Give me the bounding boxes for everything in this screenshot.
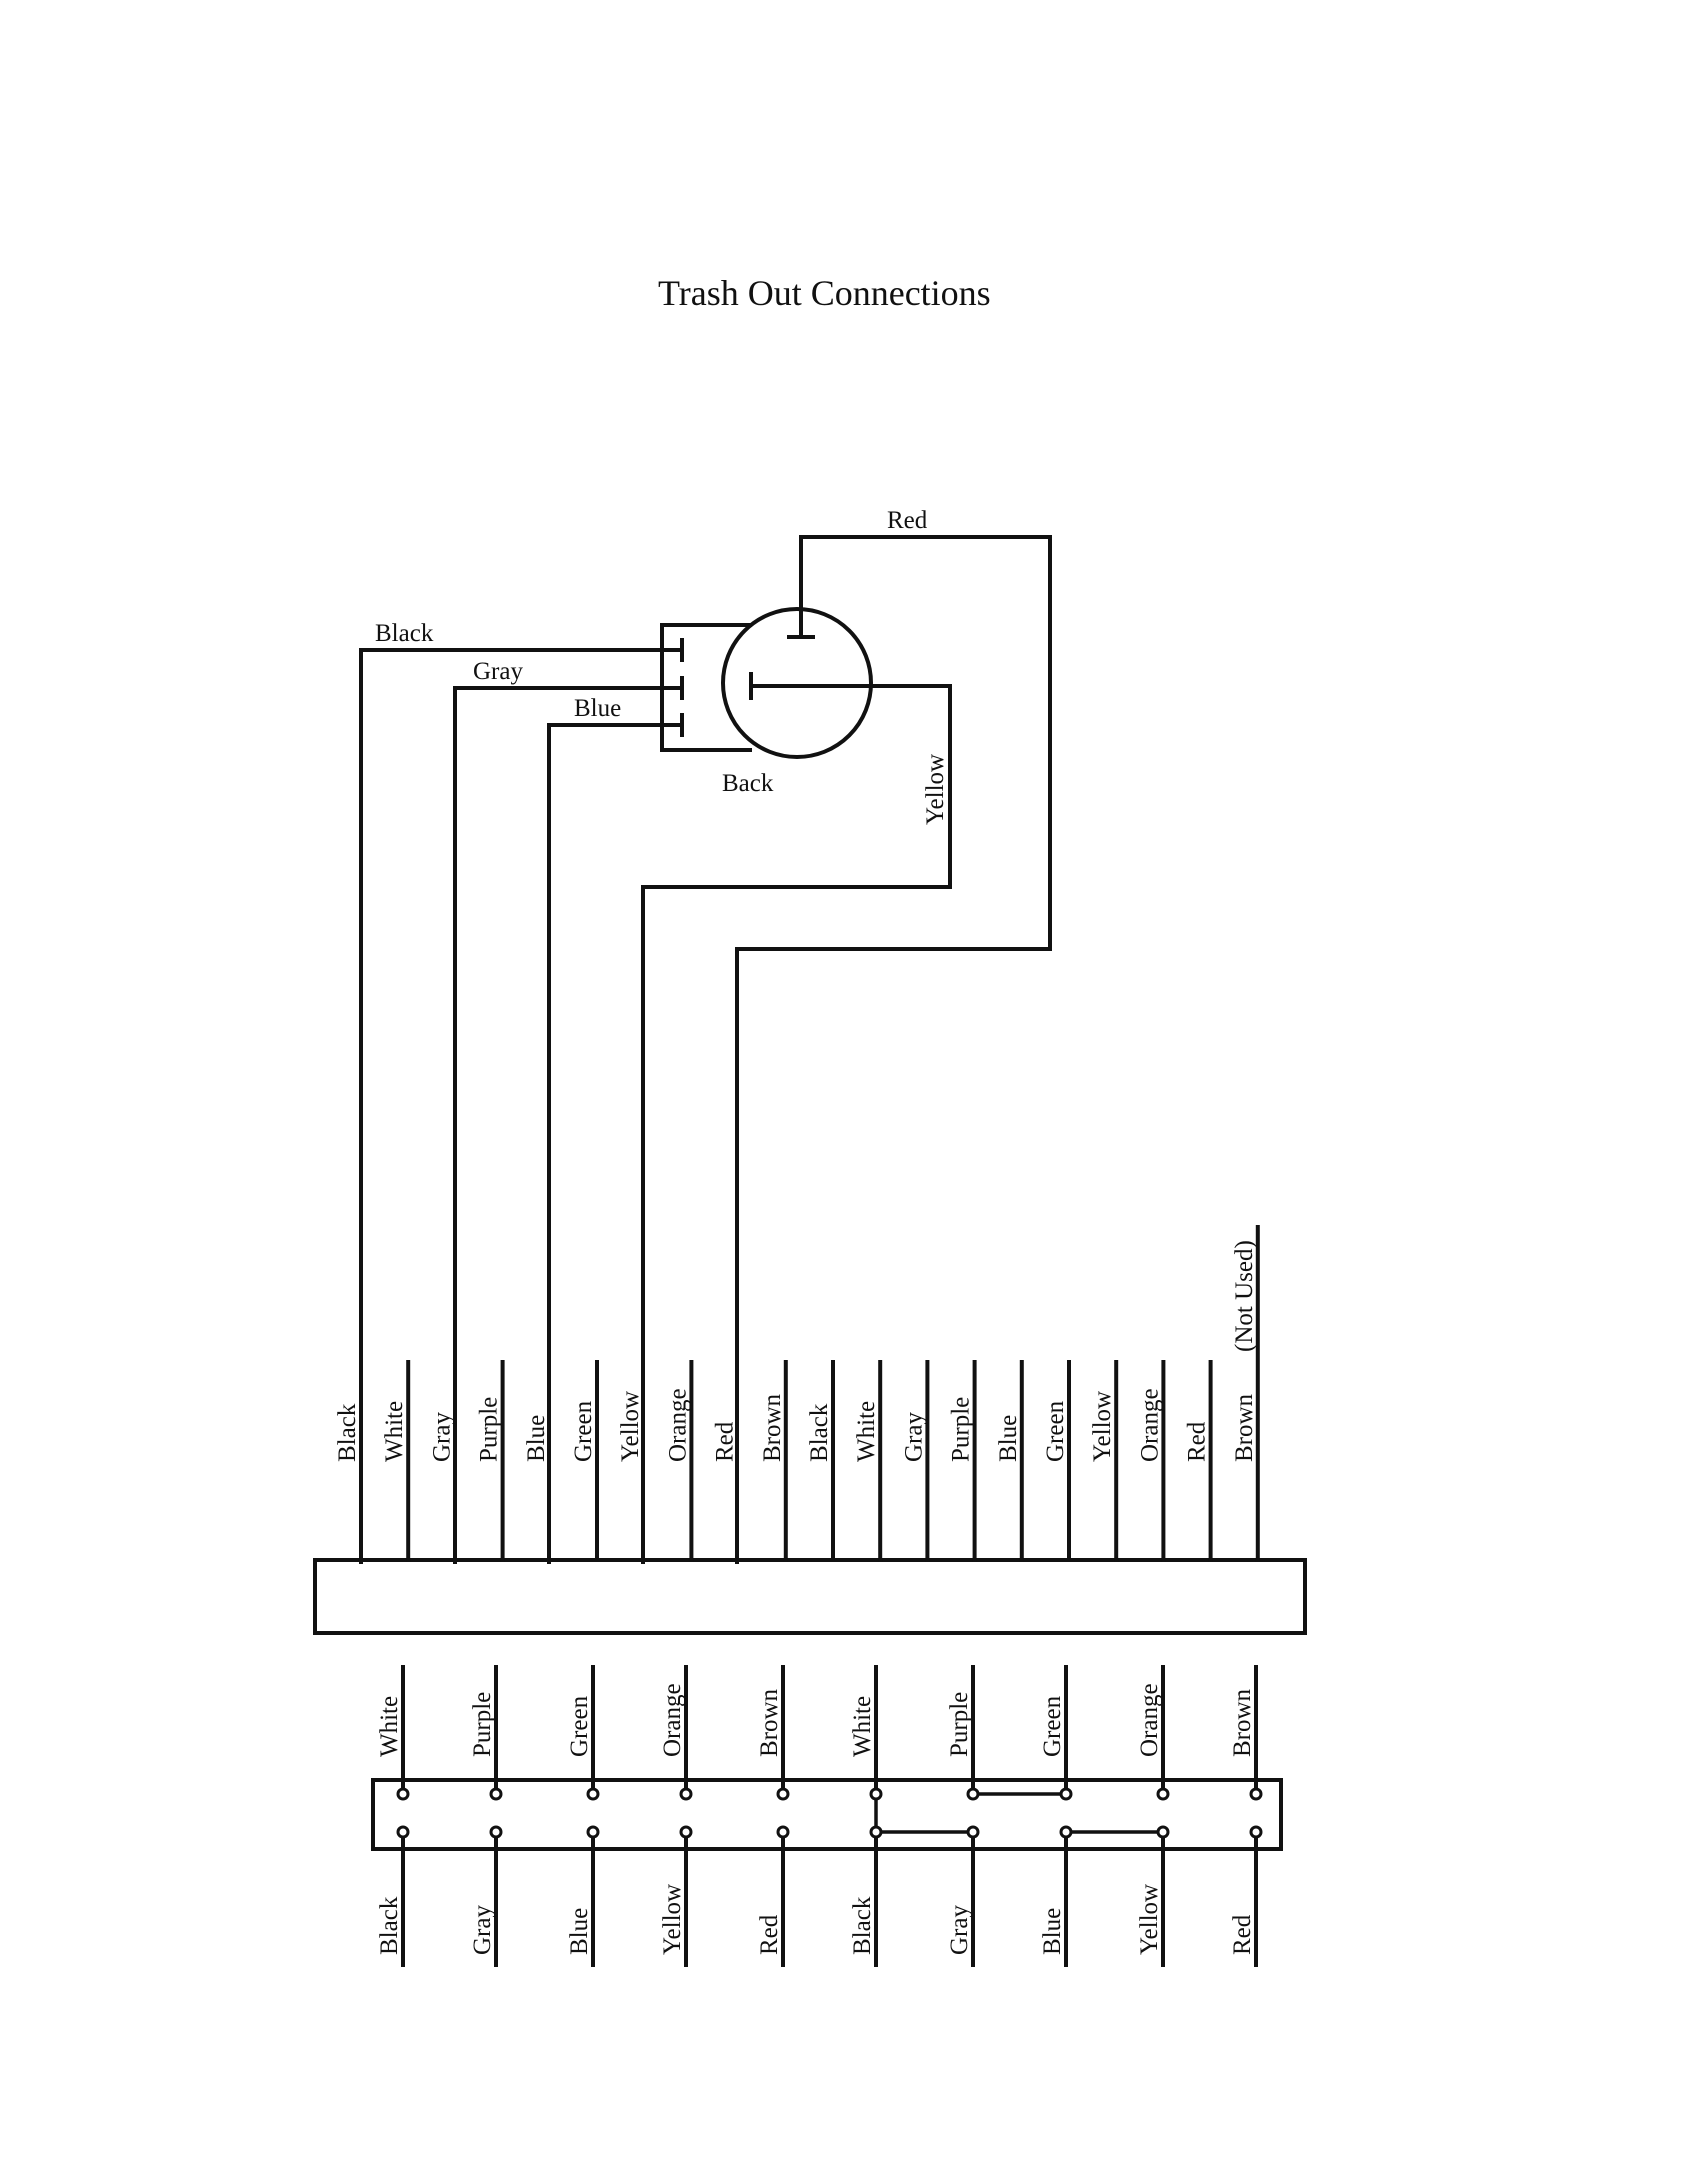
terminal-screw-top <box>966 1787 980 1801</box>
harness-wire-label: White <box>381 1401 408 1462</box>
terminal-top-label: White <box>849 1696 876 1757</box>
harness-wire-label: Blue <box>523 1415 550 1462</box>
harness-wire-label: Gray <box>428 1412 455 1462</box>
terminal-bottom-label: Yellow <box>1136 1884 1163 1955</box>
terminal-bottom-label: Gray <box>946 1905 973 1955</box>
harness-wire-label: Black <box>806 1403 833 1462</box>
route-black <box>359 648 684 1564</box>
harness-wire-label: Green <box>570 1400 597 1462</box>
terminal-bottom-label: Blue <box>1039 1908 1066 1955</box>
route-label-gray: Gray <box>473 658 523 685</box>
terminal-screw-bottom <box>966 1825 980 1839</box>
harness-wire-label: Brown <box>759 1393 786 1462</box>
route-yellow <box>641 684 952 1564</box>
harness-wire-label: Orange <box>1136 1388 1163 1462</box>
terminal-top-label: Green <box>566 1695 593 1757</box>
route-label-black: Black <box>375 620 434 647</box>
terminal-top-label: Orange <box>1136 1683 1163 1757</box>
wire-routes: Black Gray Blue Red Yellow <box>359 507 1052 1564</box>
terminal-top-label: Orange <box>659 1683 686 1757</box>
harness-wire-label: Red <box>712 1421 739 1462</box>
terminal-block-body <box>371 1778 1283 1851</box>
switch-body <box>721 607 873 759</box>
route-blue <box>547 723 684 1564</box>
terminal-screw-top <box>1156 1787 1170 1801</box>
harness-wire-label: Gray <box>900 1412 927 1462</box>
not-used-note: (Not Used) <box>1231 1240 1258 1352</box>
terminal-screw-bottom <box>1156 1825 1170 1839</box>
route-label-blue: Blue <box>574 695 621 722</box>
harness-wire-label: Purple <box>948 1397 975 1462</box>
route-label-yellow: Yellow <box>922 754 949 825</box>
terminal-screw-top <box>586 1787 600 1801</box>
terminal-top-label: Brown <box>756 1688 783 1757</box>
harness-wire-label: Yellow <box>617 1391 644 1462</box>
terminal-screw-bottom <box>869 1825 883 1839</box>
terminal-top-label: Brown <box>1229 1688 1256 1757</box>
harness-body <box>313 1558 1307 1635</box>
terminal-screw-bottom <box>776 1825 790 1839</box>
terminal-screw-top <box>489 1787 503 1801</box>
terminal-screw-top <box>396 1787 410 1801</box>
harness-wire-label: Brown <box>1231 1393 1258 1462</box>
terminal-screw-bottom <box>1059 1825 1073 1839</box>
terminal-screw-bottom <box>396 1825 410 1839</box>
harness-wire-label: White <box>853 1401 880 1462</box>
terminal-top-label: Purple <box>469 1692 496 1757</box>
harness-wire-label: Purple <box>476 1397 503 1462</box>
terminal-bottom-label: Black <box>849 1896 876 1955</box>
terminal-screw-bottom <box>489 1825 503 1839</box>
terminal-bottom-label: Blue <box>566 1908 593 1955</box>
terminal-screw-bottom <box>679 1825 693 1839</box>
terminal-top-label: White <box>376 1696 403 1757</box>
diagram-title: Trash Out Connections <box>658 273 991 313</box>
harness-wire-label: Green <box>1042 1400 1069 1462</box>
harness-connector: Black White Gray Purple Blue Green Yellow Orang… <box>313 1225 1307 1635</box>
harness-wire-label: Blue <box>995 1415 1022 1462</box>
harness-wire-label: Yellow <box>1089 1391 1116 1462</box>
route-gray <box>453 686 684 1564</box>
terminal-screw-top <box>679 1787 693 1801</box>
route-red <box>735 535 1052 1564</box>
terminal-bottom-label: Yellow <box>659 1884 686 1955</box>
terminal-bottom-label: Red <box>1229 1914 1256 1955</box>
terminal-bottom-label: Black <box>376 1896 403 1955</box>
back-label: Back <box>722 770 774 797</box>
terminal-screw-top <box>776 1787 790 1801</box>
terminal-bottom-label: Red <box>756 1914 783 1955</box>
harness-wire-label: Orange <box>664 1388 691 1462</box>
terminal-top-label: Purple <box>946 1692 973 1757</box>
terminal-screw-top <box>1249 1787 1263 1801</box>
terminal-screw-bottom <box>1249 1825 1263 1839</box>
terminal-bottom-label: Gray <box>469 1905 496 1955</box>
switch-assembly: Back <box>660 607 873 797</box>
route-label-red: Red <box>887 507 928 534</box>
harness-wire-label: Red <box>1184 1421 1211 1462</box>
terminal-screw-bottom <box>586 1825 600 1839</box>
terminal-screw-top <box>869 1787 883 1801</box>
terminal-top-label: Green <box>1039 1695 1066 1757</box>
terminal-screw-top <box>1059 1787 1073 1801</box>
harness-wire-label: Black <box>334 1403 361 1462</box>
